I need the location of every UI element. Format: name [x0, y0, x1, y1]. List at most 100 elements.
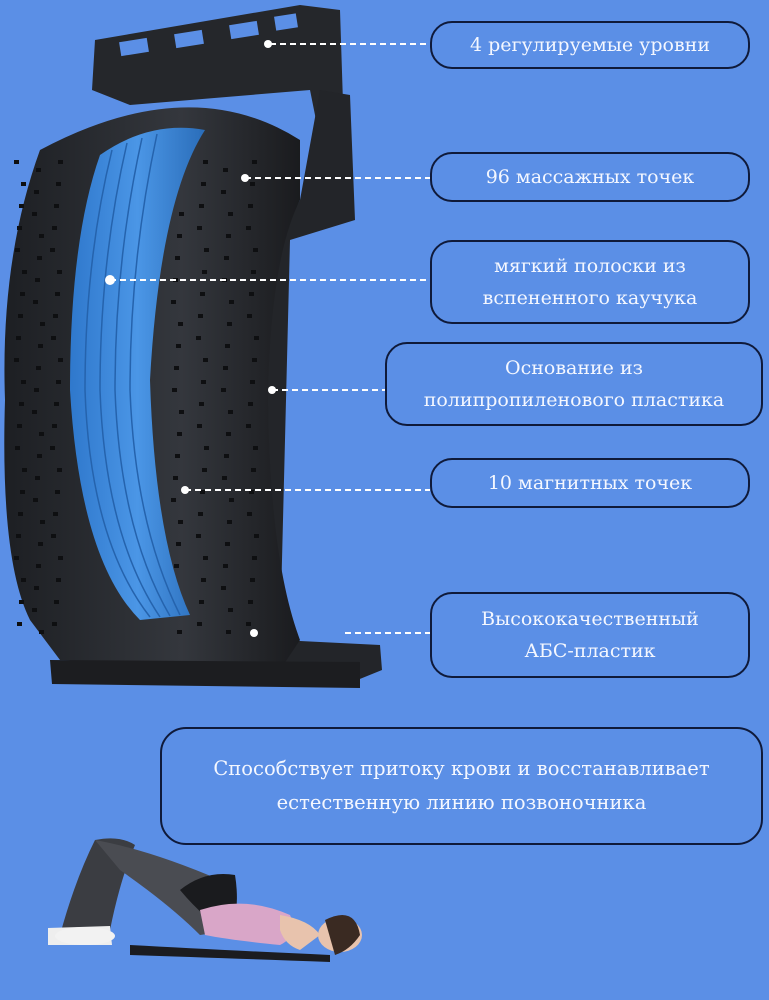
- massage-point: [224, 256, 229, 260]
- massage-point: [252, 160, 257, 164]
- massage-point: [15, 446, 20, 450]
- massage-point: [33, 498, 38, 502]
- massage-point: [197, 424, 202, 428]
- massage-point: [248, 402, 253, 406]
- massage-point: [40, 322, 45, 326]
- massage-point: [226, 630, 231, 634]
- massage-point: [52, 226, 57, 230]
- label-text: АБС-пластик: [524, 640, 656, 662]
- massage-point: [52, 424, 57, 428]
- massage-point: [227, 322, 232, 326]
- label-text: 10 магнитных точек: [487, 472, 693, 494]
- label-abs-plastic: Высококачественный АБС-пластик: [430, 592, 750, 678]
- massage-point: [223, 168, 228, 172]
- massage-point: [21, 380, 26, 384]
- foam-strip: [70, 127, 205, 621]
- massage-point: [53, 314, 58, 318]
- massage-point: [201, 578, 206, 582]
- massage-point: [57, 468, 62, 472]
- massage-point: [171, 498, 176, 502]
- massage-point: [199, 600, 204, 604]
- massage-point: [21, 182, 26, 186]
- foam-ridges: [84, 133, 181, 618]
- massage-point: [55, 292, 60, 296]
- massage-point: [248, 204, 253, 208]
- massage-point: [178, 322, 183, 326]
- benefit-text: естественную линию позвоночника: [276, 791, 647, 814]
- massage-point: [198, 512, 203, 516]
- massage-point: [247, 512, 252, 516]
- massage-point: [14, 160, 19, 164]
- massage-point: [224, 454, 229, 458]
- massage-point: [15, 248, 20, 252]
- massage-point: [36, 366, 41, 370]
- massage-point: [223, 564, 228, 568]
- massage-point: [52, 622, 57, 626]
- label-text: Высококачественный: [481, 608, 699, 630]
- massage-point: [18, 512, 23, 516]
- massage-point: [172, 388, 177, 392]
- massage-point: [204, 446, 209, 450]
- massage-point: [58, 358, 63, 362]
- massage-point: [51, 534, 56, 538]
- massage-point: [14, 556, 19, 560]
- massage-point: [178, 520, 183, 524]
- massage-point: [253, 248, 258, 252]
- right-support: [260, 90, 382, 685]
- label-adjustable-levels: 4 регулируемые уровни: [430, 21, 750, 69]
- massage-point: [56, 380, 61, 384]
- massage-point: [55, 490, 60, 494]
- label-massage-points: 96 массажных точек: [430, 152, 750, 202]
- label-text: полипропиленового пластика: [423, 389, 725, 411]
- massage-point: [17, 622, 22, 626]
- massage-point: [32, 608, 37, 612]
- massage-point: [203, 160, 208, 164]
- base-rail: [50, 660, 360, 688]
- massage-point: [32, 410, 37, 414]
- massage-point: [22, 270, 27, 274]
- massage-point: [201, 380, 206, 384]
- massage-point: [204, 248, 209, 252]
- label-text: вспененного каучука: [482, 287, 698, 309]
- massage-point: [228, 608, 233, 612]
- massage-point: [221, 388, 226, 392]
- massage-point: [37, 256, 42, 260]
- person-illustration: [48, 838, 362, 962]
- massage-point: [174, 366, 179, 370]
- massage-point: [54, 600, 59, 604]
- massage-point: [222, 476, 227, 480]
- massage-point: [16, 336, 21, 340]
- massage-point: [254, 336, 259, 340]
- massage-point: [34, 190, 39, 194]
- massage-point: [228, 212, 233, 216]
- label-text: мягкий полоски из: [494, 255, 686, 277]
- massage-point: [176, 542, 181, 546]
- massage-point: [223, 366, 228, 370]
- massage-point: [38, 344, 43, 348]
- massage-point: [17, 424, 22, 428]
- massage-point: [225, 542, 230, 546]
- massage-point: [35, 278, 40, 282]
- massage-point: [179, 410, 184, 414]
- callout-dots: [105, 40, 276, 637]
- massage-point: [252, 556, 257, 560]
- massage-point: [16, 534, 21, 538]
- massage-point: [57, 270, 62, 274]
- massage-point: [221, 190, 226, 194]
- massage-point: [19, 600, 24, 604]
- label-text: 96 массажных точек: [485, 166, 695, 188]
- massage-point: [20, 292, 25, 296]
- label-magnetic-points: 10 магнитных точек: [430, 458, 750, 508]
- massage-point: [19, 204, 24, 208]
- massage-point: [50, 446, 55, 450]
- massage-point: [221, 586, 226, 590]
- massage-point: [35, 476, 40, 480]
- massage-point: [51, 336, 56, 340]
- massage-point: [39, 432, 44, 436]
- massage-point: [229, 498, 234, 502]
- massage-point: [36, 564, 41, 568]
- massage-point: [250, 182, 255, 186]
- massage-point: [38, 542, 43, 546]
- massage-point: [248, 600, 253, 604]
- massage-point: [202, 270, 207, 274]
